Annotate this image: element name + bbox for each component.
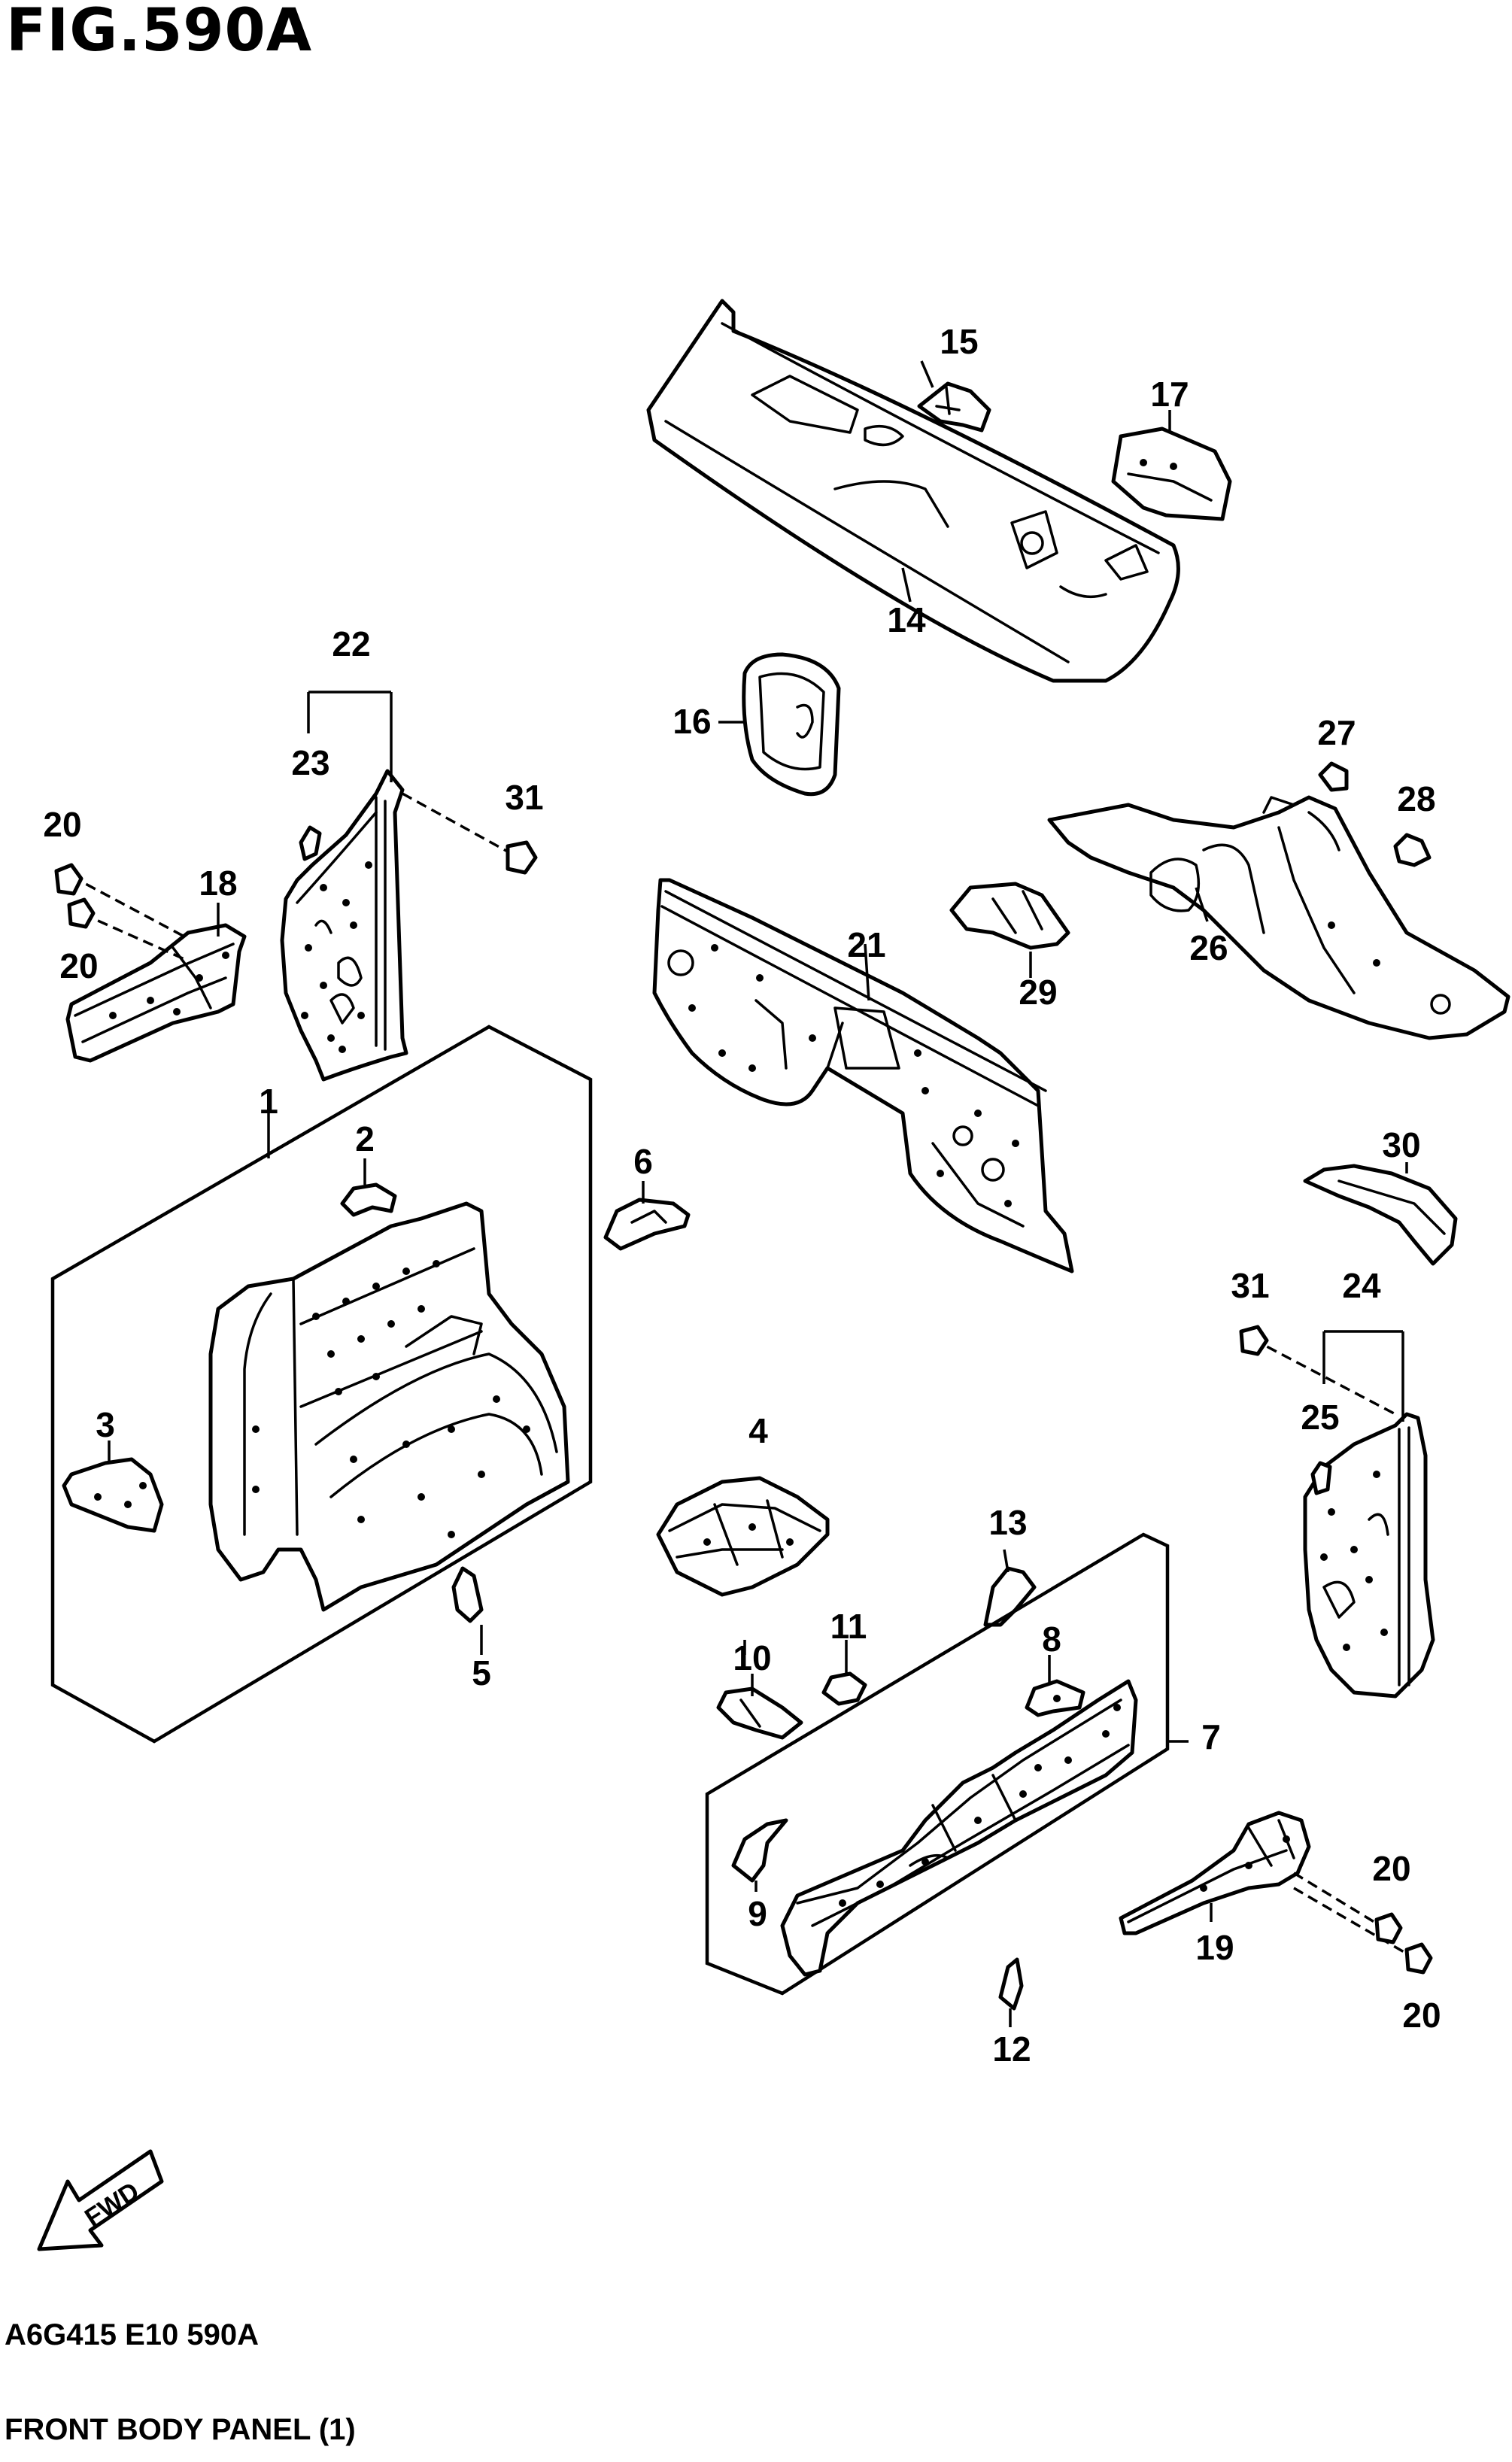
- callout-20-left-upper: 20: [43, 805, 81, 844]
- callout-25: 25: [1301, 1398, 1339, 1437]
- callout-17: 17: [1150, 375, 1189, 414]
- part-1-apron-assembly[interactable]: [208, 1201, 570, 1612]
- callout-23: 23: [291, 743, 329, 782]
- part-14-cowl-panel[interactable]: [646, 299, 1180, 683]
- part-31-bolt-right[interactable]: [1239, 1325, 1396, 1416]
- callout-7: 7: [1201, 1717, 1221, 1756]
- callout-26: 26: [1189, 928, 1228, 967]
- part-23-small-bracket[interactable]: [299, 825, 322, 861]
- part-20-bolts-right[interactable]: [1293, 1872, 1433, 1975]
- leader-13: [1003, 1549, 1010, 1573]
- callout-19: 19: [1195, 1928, 1234, 1967]
- part-19-rail-extension[interactable]: [1119, 1811, 1311, 1935]
- part-17-bracket[interactable]: [1111, 427, 1232, 521]
- callout-29: 29: [1019, 973, 1057, 1012]
- figure-title: FIG.590A: [6, 0, 313, 65]
- callout-8: 8: [1042, 1620, 1061, 1659]
- callout-31-right: 31: [1231, 1266, 1269, 1305]
- part-6-clip[interactable]: [603, 1198, 691, 1251]
- part-21-dash-panel[interactable]: [652, 878, 1074, 1274]
- callout-4: 4: [748, 1411, 768, 1450]
- callout-31-upper: 31: [505, 778, 543, 817]
- leader-26: [1195, 887, 1209, 922]
- part-29-bracket[interactable]: [949, 882, 1070, 950]
- group-22-bracket-leader: [307, 691, 393, 782]
- callout-12: 12: [992, 2029, 1031, 2069]
- part-28-clip[interactable]: [1393, 833, 1432, 867]
- callout-14: 14: [887, 600, 926, 639]
- callout-1: 1: [259, 1082, 278, 1121]
- part-2-bracket[interactable]: [340, 1182, 397, 1217]
- callout-30: 30: [1382, 1125, 1420, 1164]
- leader-21: [864, 943, 870, 1001]
- callout-13: 13: [988, 1503, 1027, 1542]
- group-24-bracket-leader: [1322, 1330, 1404, 1422]
- callout-11: 11: [830, 1607, 867, 1646]
- part-12-clip[interactable]: [998, 1957, 1024, 2011]
- callout-20-right-upper: 20: [1372, 1849, 1410, 1888]
- callout-6: 6: [633, 1142, 653, 1181]
- assembly-7-box: [705, 1532, 1189, 1996]
- part-31-bolt-upper[interactable]: [402, 792, 538, 875]
- part-16-cover[interactable]: [742, 652, 841, 797]
- forward-arrow: FWD: [37, 2149, 164, 2251]
- part-22-side-panel[interactable]: [280, 769, 408, 1082]
- part-20-bolts-left[interactable]: [54, 863, 185, 961]
- callout-28: 28: [1397, 779, 1435, 818]
- leader-15: [920, 360, 934, 388]
- callout-27: 27: [1317, 713, 1356, 752]
- part-25-small-bracket[interactable]: [1310, 1461, 1332, 1495]
- callout-20-right-lower: 20: [1402, 1996, 1441, 2035]
- part-11-bracket[interactable]: [821, 1671, 867, 1706]
- part-13-bracket[interactable]: [983, 1566, 1037, 1627]
- callout-21: 21: [847, 925, 885, 964]
- part-8-bracket[interactable]: [1025, 1679, 1085, 1717]
- part-7-side-member-assembly[interactable]: [780, 1679, 1138, 1977]
- callout-3: 3: [96, 1405, 115, 1444]
- part-15-clip[interactable]: [917, 381, 991, 433]
- part-5-clip[interactable]: [451, 1566, 484, 1623]
- callout-5: 5: [472, 1653, 491, 1692]
- assembly-1-box: [50, 1025, 593, 1744]
- part-27-clip[interactable]: [1318, 761, 1349, 792]
- callout-15: 15: [940, 322, 978, 361]
- part-30-bracket[interactable]: [1303, 1164, 1458, 1266]
- diagram-name: FRONT BODY PANEL (1): [5, 2413, 356, 2446]
- part-4-bracket[interactable]: [656, 1476, 830, 1597]
- callout-2: 2: [355, 1119, 375, 1158]
- leader-14: [901, 567, 912, 603]
- part-10-bracket[interactable]: [716, 1686, 803, 1740]
- part-3-bracket[interactable]: [62, 1457, 164, 1533]
- callout-16: 16: [673, 702, 711, 741]
- part-18-rail-extension[interactable]: [65, 923, 247, 1063]
- diagram-code: A6G415 E10 590A: [5, 2318, 260, 2351]
- part-24-side-panel-right[interactable]: [1303, 1412, 1435, 1699]
- callout-20-left-lower: 20: [59, 946, 98, 985]
- callout-10: 10: [733, 1638, 771, 1677]
- callout-22: 22: [332, 624, 370, 663]
- part-26-cross-member[interactable]: [1047, 795, 1510, 1040]
- callout-18: 18: [199, 864, 237, 903]
- callout-9: 9: [748, 1894, 767, 1933]
- part-9-bracket[interactable]: [731, 1818, 788, 1883]
- callout-labels: 15 17 14 16 22 23 31 20 18 20 27 28 21 2…: [43, 322, 1441, 2069]
- callout-24: 24: [1342, 1266, 1381, 1305]
